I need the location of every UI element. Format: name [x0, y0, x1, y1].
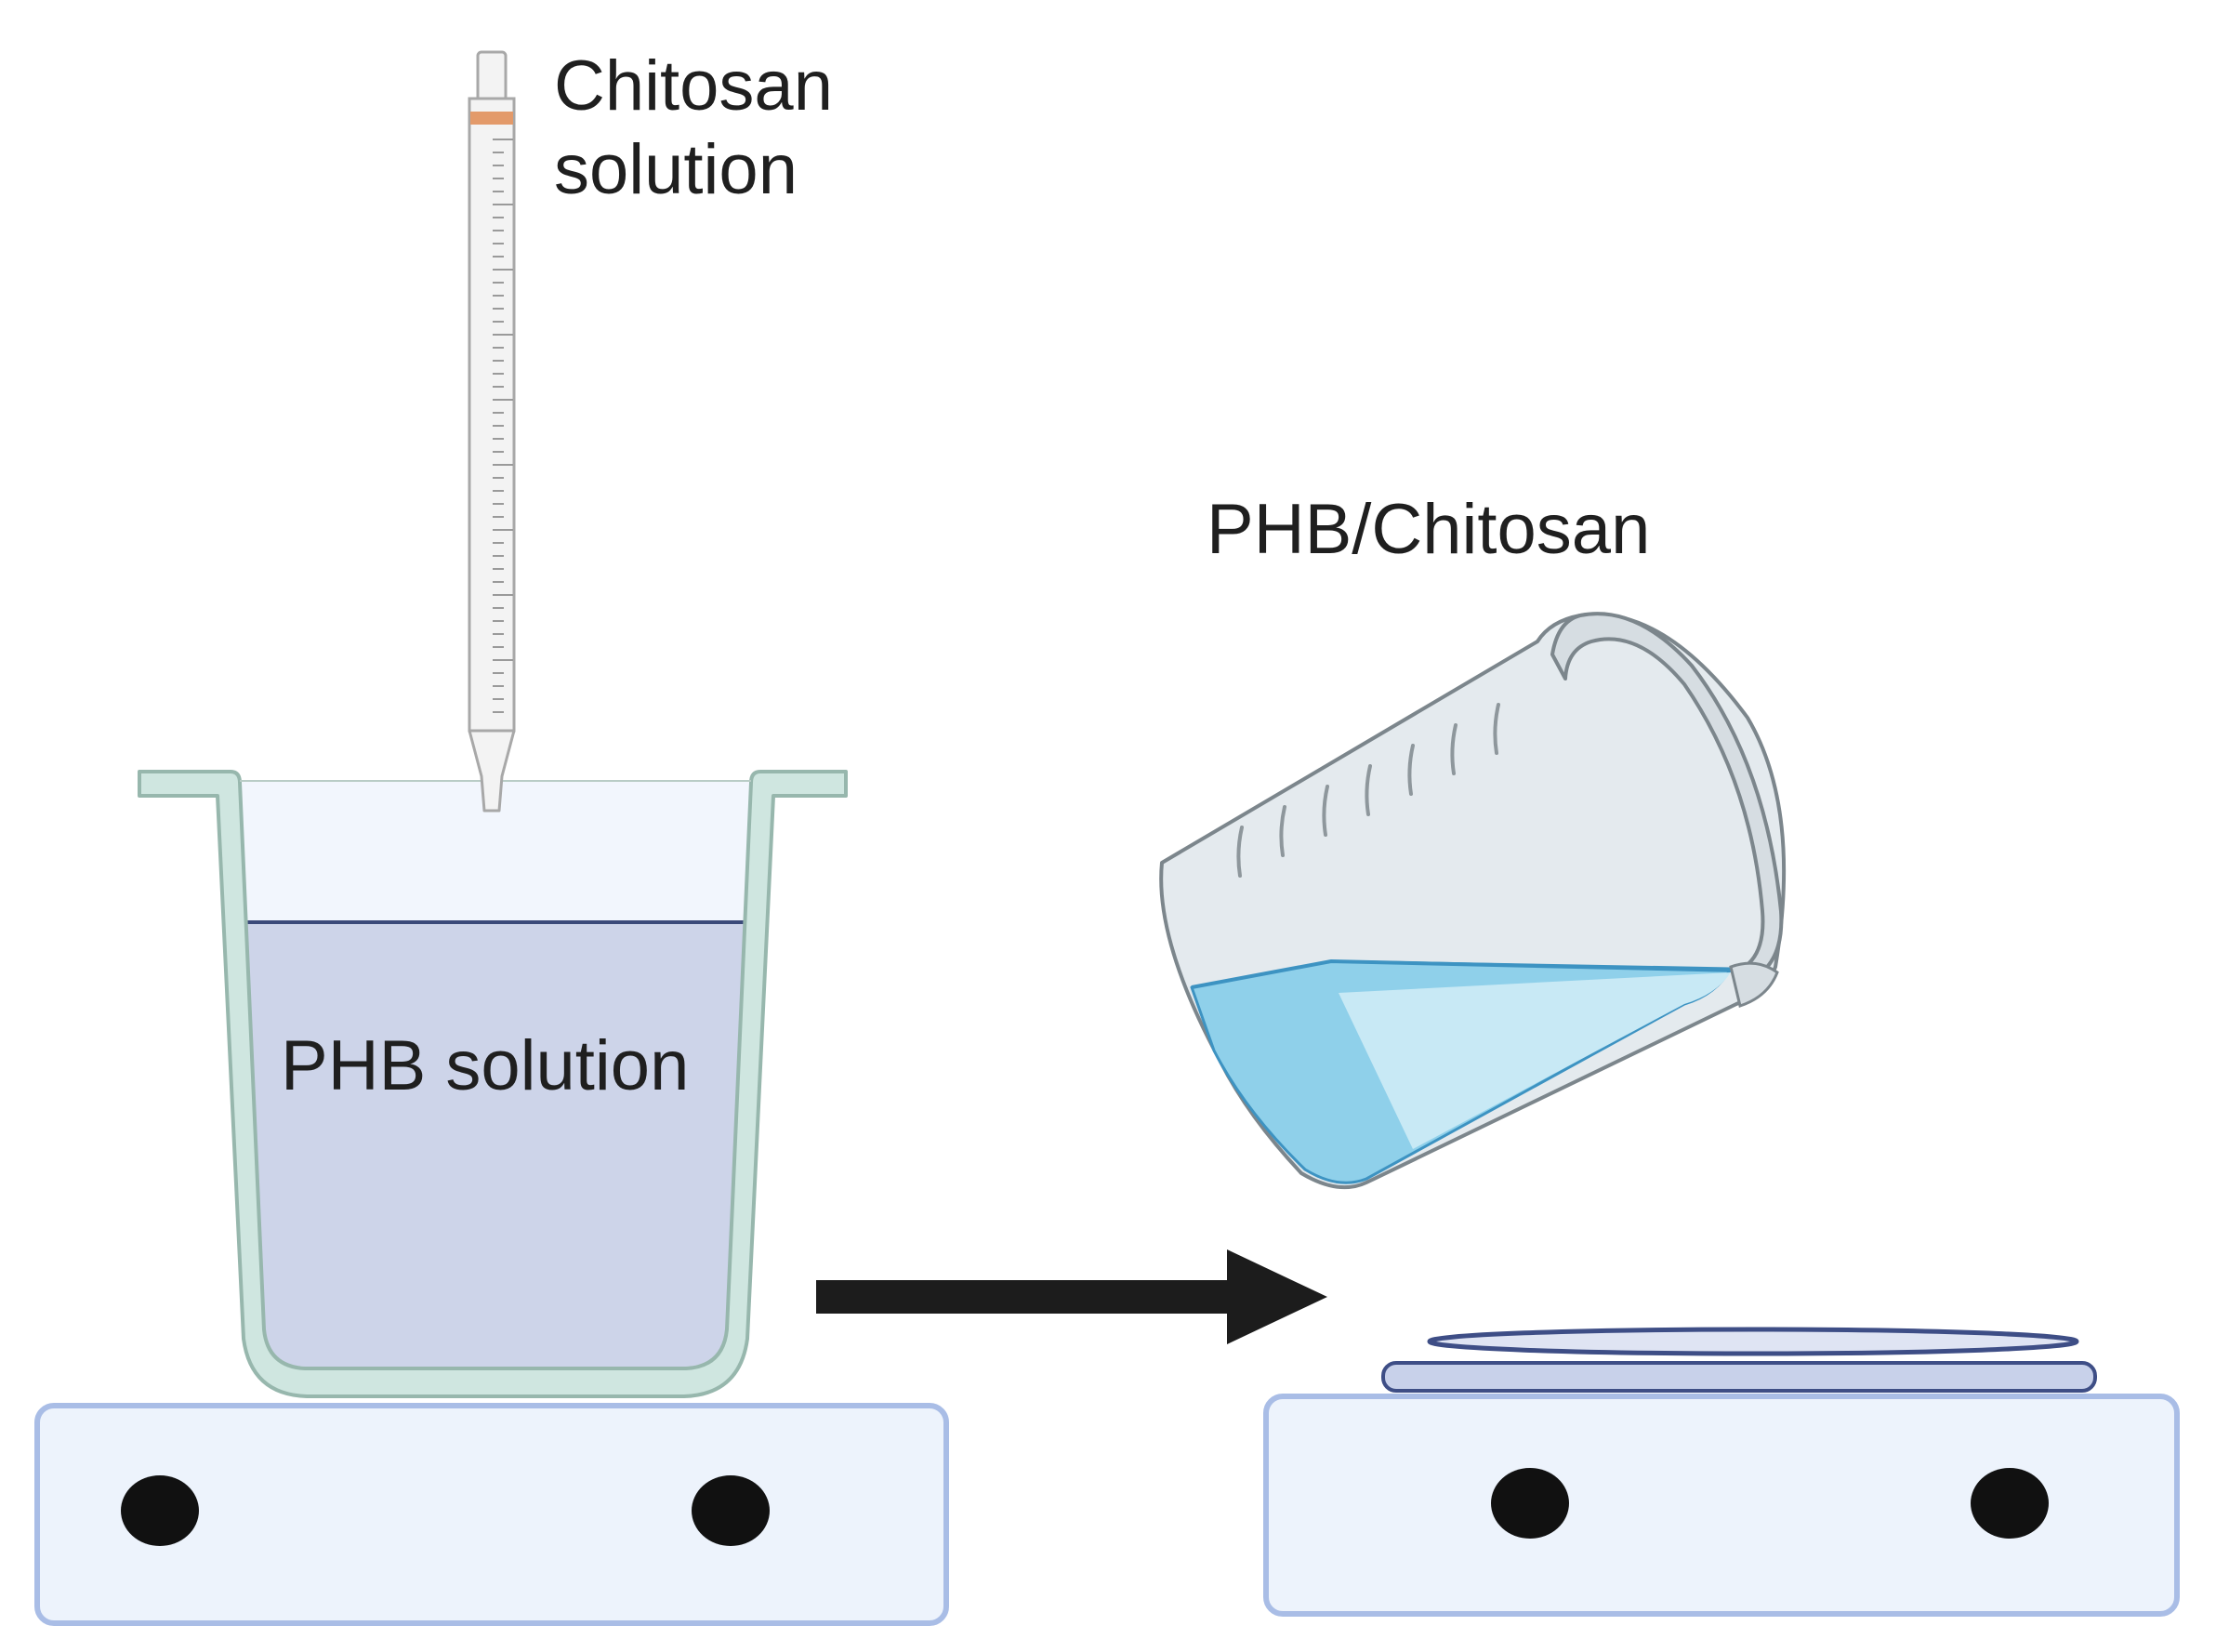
pipette-graduations: [493, 139, 513, 713]
left-hotplate-knob-right: [692, 1475, 770, 1546]
pipette-body: [468, 97, 516, 733]
beaker-spout: [1729, 961, 1779, 1008]
left-hotplate-knob-left: [121, 1475, 199, 1546]
beaker-tick: [1365, 764, 1372, 816]
beaker-tick: [1236, 826, 1244, 878]
beaker-graduations: [1236, 703, 1500, 878]
right-hotplate-body: [1263, 1394, 2180, 1617]
arrow-head: [1227, 1249, 1327, 1344]
beaker-tick: [1493, 703, 1500, 755]
petri-dish: [1381, 1327, 2097, 1393]
beaker-liquid-highlight: [1339, 972, 1731, 1149]
process-arrow: [816, 1249, 1327, 1344]
beaker-tick: [1407, 744, 1415, 796]
beaker-tick: [1322, 785, 1329, 837]
beaker-tick: [1450, 723, 1458, 775]
pipette-icon: [468, 50, 516, 813]
right-hotplate-knob-right: [1971, 1468, 2049, 1539]
petri-dish-base: [1381, 1361, 2097, 1393]
beaker-tick: [1279, 805, 1286, 857]
chitosan-solution-label-line2: solution: [554, 130, 798, 209]
pipette-top: [476, 50, 508, 102]
left-hotplate: [34, 1403, 949, 1626]
left-hotplate-body: [34, 1403, 949, 1626]
right-hotplate: [1263, 1394, 2180, 1617]
petri-dish-lid: [1427, 1327, 2079, 1356]
container-wall: [138, 770, 848, 1398]
phb-solution-liquid: [247, 922, 744, 1367]
beaker-rim: [1550, 612, 1784, 984]
phb-chitosan-label: PHB/Chitosan: [1207, 490, 1650, 569]
chitosan-solution-label-line1: Chitosan: [554, 46, 833, 126]
phb-container: [138, 770, 848, 1398]
arrow-shaft: [816, 1280, 1246, 1314]
beaker-icon: [1159, 612, 1787, 1190]
beaker-liquid-surface: [1191, 958, 1739, 989]
pipette-band: [470, 112, 513, 125]
phb-solution-label: PHB solution: [281, 1026, 689, 1105]
right-hotplate-knob-left: [1491, 1468, 1569, 1539]
pipette-tip: [468, 729, 516, 813]
